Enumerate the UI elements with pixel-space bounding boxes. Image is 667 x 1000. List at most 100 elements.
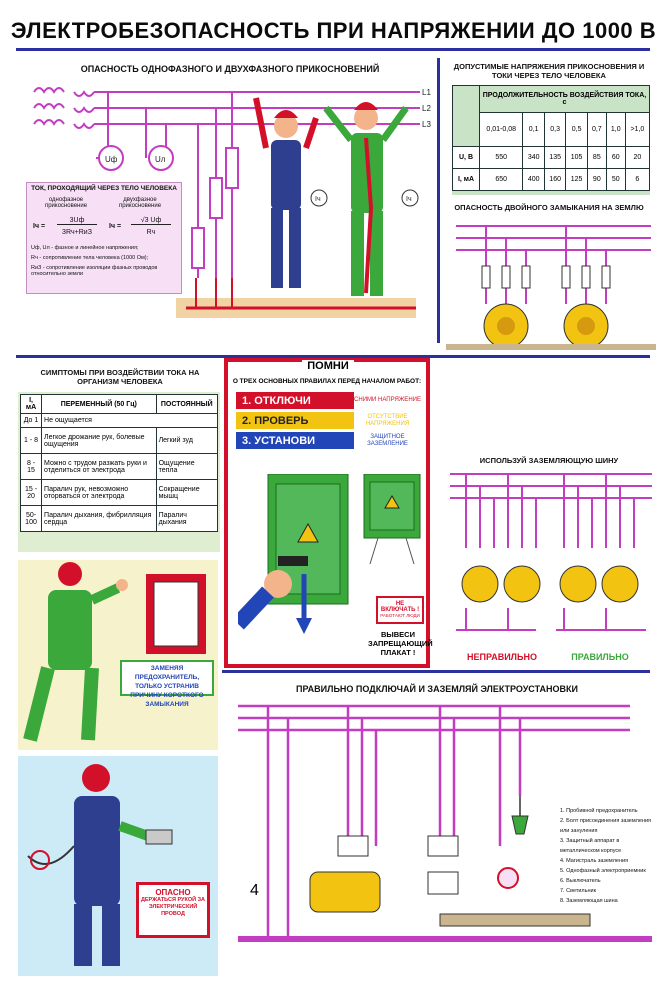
legend-item: 3. Защитный аппарат в металлическом корп…: [560, 838, 622, 854]
formula-lhs: Iч =: [33, 223, 46, 230]
row-label: I, мА: [452, 168, 480, 191]
value-cell: 90: [586, 168, 607, 191]
legend-item: 7. Светильник: [560, 888, 597, 894]
switchboard-illustration: [238, 474, 349, 634]
rule-row: 2. ПРОВЕРЬ ОТСУТСТВИЕ НАПРЯЖЕНИЯ: [236, 412, 421, 429]
remember-panel: ПОМНИ О ТРЕХ ОСНОВНЫХ ПРАВИЛАХ ПЕРЕД НАЧ…: [224, 358, 433, 668]
formula-denominator: Rч: [146, 229, 156, 236]
divider: [437, 58, 440, 343]
svg-text:Uф: Uф: [105, 155, 118, 164]
title-underline: [16, 48, 650, 51]
double-fault-diagram: [446, 225, 656, 350]
symptoms-column-header: ПОСТОЯННЫЙ: [155, 394, 219, 414]
permissible-table: ПРОДОЛЖИТЕЛЬНОСТЬ ВОЗДЕЙСТВИЯ ТОКА, с 0,…: [452, 85, 651, 195]
rule-side: ОТСУТСТВИЕ НАПРЯЖЕНИЯ: [365, 413, 410, 427]
value-cell: 160: [543, 168, 567, 191]
symptoms-cell: Не ощущается: [41, 413, 218, 428]
page-title: ЭЛЕКТРОБЕЗОПАСНОСТЬ ПРИ НАПРЯЖЕНИИ ДО 10…: [10, 18, 657, 43]
duration-cell: 0,5: [565, 112, 588, 147]
formula-legend: Rч - сопротивление тела человека (1000 О…: [31, 255, 149, 261]
symptoms-cell: Можно с трудом разжать руки и отделиться…: [41, 453, 157, 480]
duration-header: ПРОДОЛЖИТЕЛЬНОСТЬ ВОЗДЕЙСТВИЯ ТОКА, с: [479, 85, 650, 113]
current-formula-box: ТОК, ПРОХОДЯЩИЙ ЧЕРЕЗ ТЕЛО ЧЕЛОВЕКА одно…: [26, 182, 182, 294]
warning-sign: НЕ ВКЛЮЧАТЬ ! РАБОТАЮТ ЛЮДИ: [376, 596, 424, 624]
value-cell: 85: [586, 146, 607, 169]
formula-lhs: Iч =: [109, 223, 122, 230]
remember-heading: ПОМНИ: [302, 360, 354, 372]
symptoms-cell: Паралич рук, невозможно оторваться от эл…: [41, 479, 157, 506]
formula-legend: Uф, Uл - фазное и линейное напряжения;: [31, 245, 139, 251]
value-cell: 550: [478, 146, 524, 169]
symptoms-cell: Сокращение мышц: [155, 479, 219, 506]
legend-item: 1. Пробивной предохранитель: [560, 808, 638, 814]
legend-item: 4. Магистраль заземления: [560, 858, 629, 864]
wrong-label: НЕПРАВИЛЬНО: [467, 652, 537, 662]
svg-text:L3: L3: [422, 120, 431, 129]
fuse-worker-illustration: [18, 560, 218, 750]
formula-denominator: 3Rч+RиЗ: [62, 229, 92, 236]
touch-danger-heading: ОПАСНОСТЬ ОДНОФАЗНОГО И ДВУХФАЗНОГО ПРИК…: [80, 64, 380, 74]
value-cell: 20: [624, 146, 651, 169]
value-cell: 650: [478, 168, 524, 191]
value-cell: 135: [543, 146, 567, 169]
svg-text:Uл: Uл: [155, 155, 166, 164]
install-heading: ПРАВИЛЬНО ПОДКЛЮЧАЙ И ЗАЗЕМЛЯЙ ЭЛЕКТРОУС…: [296, 684, 578, 694]
value-cell: 50: [605, 168, 626, 191]
symptoms-cell: Паралич дыхания: [155, 505, 219, 532]
touch-danger-diagram: Uф Uл Iч Iч L1 L2 L3: [33, 87, 431, 318]
svg-text:Iч: Iч: [315, 196, 321, 203]
row-label: U, В: [452, 146, 480, 169]
value-cell: 6: [624, 168, 651, 191]
formula-legend: RиЗ - сопротивление изоляции фазных пров…: [31, 265, 158, 277]
symptoms-heading: СИМПТОМЫ ПРИ ВОЗДЕЙСТВИИ ТОКА НА ОРГАНИЗ…: [40, 368, 200, 386]
svg-text:Iч: Iч: [406, 196, 412, 203]
legend-item: 5. Однофазный электроприемник: [560, 868, 646, 874]
symptoms-cell: Паралич дыхания, фибрилляция сердца: [41, 505, 157, 532]
symptoms-cell: 1 - 8: [19, 427, 43, 454]
warning-sign-line1: НЕ ВКЛЮЧАТЬ !: [380, 601, 420, 613]
rule-side: СНИМИ НАПРЯЖЕНИЕ: [354, 397, 421, 403]
symptoms-column-header: ПЕРЕМЕННЫЙ (50 Гц): [41, 394, 157, 414]
rule-label: 3. УСТАНОВИ: [236, 432, 354, 449]
duration-cell: 0,3: [543, 112, 567, 147]
rule-side: ЗАЩИТНОЕ ЗАЗЕМЛЕНИЕ: [367, 433, 408, 447]
danger-note: ОПАСНО ДЕРЖАТЬСЯ РУКОЙ ЗА ЭЛЕКТРИЧЕСКИЙ …: [136, 882, 210, 938]
symptoms-cell: До 1: [19, 413, 43, 428]
double-fault-heading: ОПАСНОСТЬ ДВОЙНОГО ЗАМЫКАНИЯ НА ЗЕМЛЮ: [454, 203, 644, 212]
svg-text:L1: L1: [422, 88, 431, 97]
rule-label: 2. ПРОВЕРЬ: [236, 412, 354, 429]
symptoms-cell: Легкое дрожание рук, болевые ощущения: [41, 427, 157, 454]
formula-heading: ТОК, ПРОХОДЯЩИЙ ЧЕРЕЗ ТЕЛО ЧЕЛОВЕКА: [31, 185, 177, 192]
duration-cell: 0,01-0,08: [478, 112, 524, 147]
divider: [222, 670, 650, 673]
callout-number: 4: [250, 882, 259, 899]
formula-numerator: 3Uф: [57, 217, 97, 225]
worker-figure: [253, 97, 319, 288]
legend-item: 2. Болт присоединения заземления или зан…: [560, 818, 652, 834]
value-cell: 340: [522, 146, 545, 169]
switchboard-small-illustration: [363, 474, 421, 564]
symptoms-cell: 8 - 15: [19, 453, 43, 480]
install-legend: 1. Пробивной предохранитель 2. Болт прис…: [560, 806, 652, 906]
symptoms-cell: Ощущение тепла: [155, 453, 219, 480]
symptoms-column-header: I, мА: [19, 394, 43, 414]
duration-cell: >1,0: [624, 112, 651, 147]
danger-note-text: ДЕРЖАТЬСЯ РУКОЙ ЗА ЭЛЕКТРИЧЕСКИЙ ПРОВОД: [140, 897, 206, 917]
installation-diagram: [238, 704, 652, 942]
remember-subheading: О ТРЕХ ОСНОВНЫХ ПРАВИЛАХ ПЕРЕД НАЧАЛОМ Р…: [232, 378, 422, 385]
permissible-heading: ДОПУСТИМЫЕ НАПРЯЖЕНИЯ ПРИКОСНОВЕНИЯ И ТО…: [453, 62, 645, 80]
rule-row: 3. УСТАНОВИ ЗАЩИТНОЕ ЗАЗЕМЛЕНИЕ: [236, 432, 421, 449]
divider: [16, 355, 650, 358]
warning-sign-line2: РАБОТАЮТ ЛЮДИ: [380, 613, 420, 618]
symptoms-cell: 50-100: [19, 505, 43, 532]
poster-caption: ВЫВЕСИ ЗАПРЕЩАЮЩИЙ ПЛАКАТ !: [368, 630, 433, 657]
duration-cell: 1,0: [605, 112, 626, 147]
danger-note-title: ОПАСНО: [155, 888, 191, 897]
